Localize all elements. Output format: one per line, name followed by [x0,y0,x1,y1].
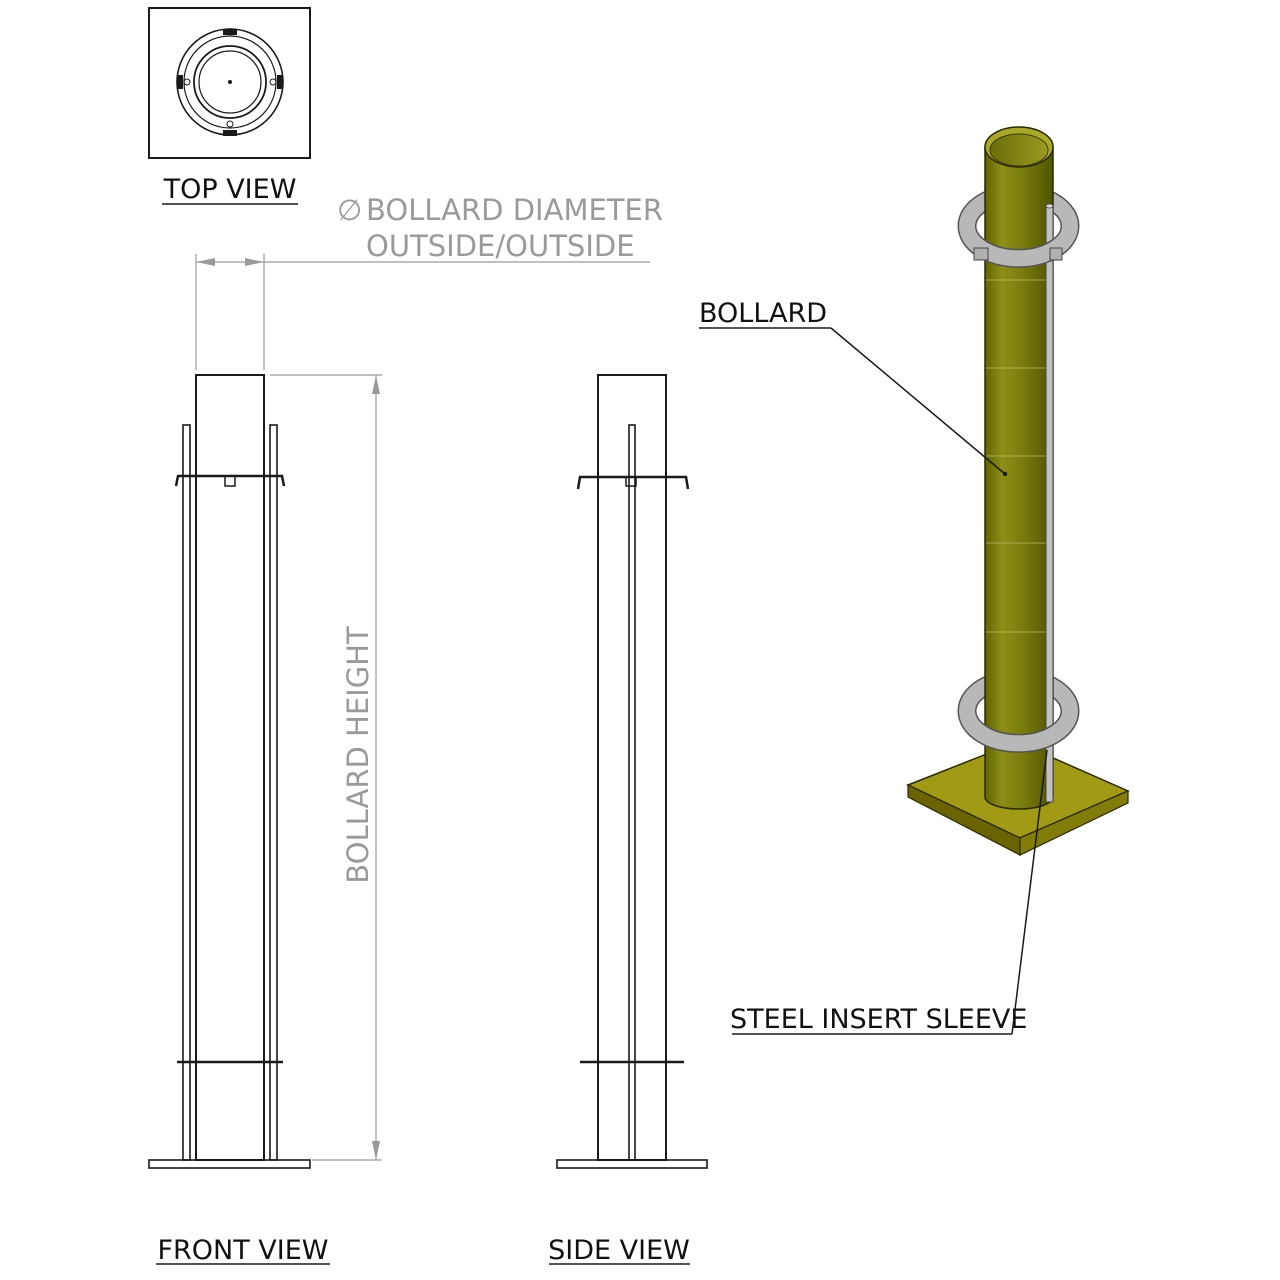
sleeve-callout-label: STEEL INSERT SLEEVE [730,1004,1027,1035]
steel-sleeve-rod [1045,205,1054,803]
top-view [148,7,311,159]
isometric-view [906,126,1130,856]
bollard-callout-label: BOLLARD [699,298,827,329]
front-view [148,374,311,1169]
side-view [556,374,708,1169]
side-view-label: SIDE VIEW [548,1235,690,1266]
diameter-symbol: ∅ [337,193,362,227]
diameter-dimension [195,254,650,370]
height-dimension [270,374,382,1161]
height-label: BOLLARD HEIGHT [341,626,375,884]
top-view-label: TOP VIEW [163,174,297,205]
sleeve-leader-line [1011,749,1048,1035]
front-view-label: FRONT VIEW [157,1235,328,1266]
bollard-leader-line [830,327,1006,475]
diameter-label-line1: BOLLARD DIAMETER [366,193,663,227]
diameter-label-line2: OUTSIDE/OUTSIDE [366,229,635,263]
